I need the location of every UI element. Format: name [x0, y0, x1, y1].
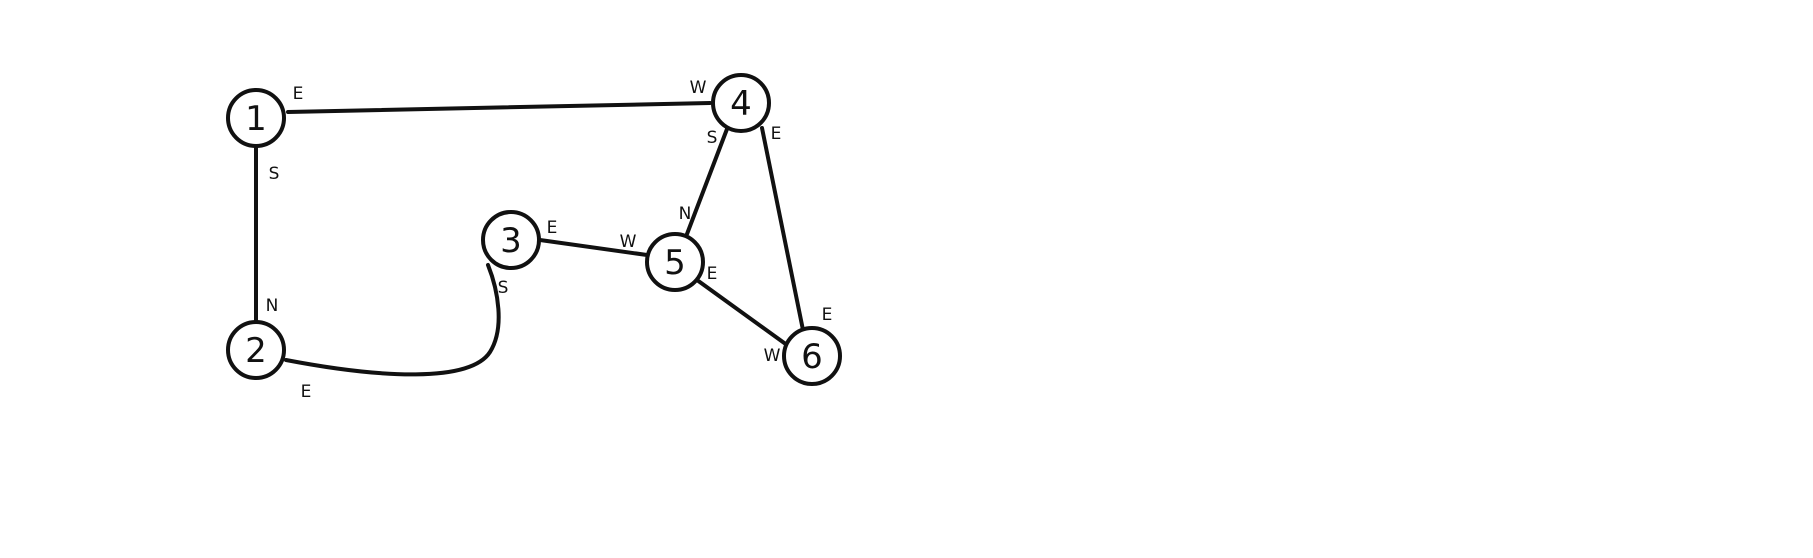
node-6-label: 6 [801, 337, 823, 377]
port-label-1-east: E [293, 84, 304, 104]
node-5-label: 5 [664, 243, 686, 283]
port-label-4-east: E [771, 124, 782, 144]
port-label-3-east: E [547, 218, 558, 238]
node-3-label: 3 [500, 221, 522, 261]
edge-5-6 [695, 278, 789, 347]
port-label-1-south: S [269, 164, 280, 184]
node-2-label: 2 [245, 331, 267, 371]
node-5: 5 [645, 232, 705, 292]
node-4: 4 [711, 73, 771, 133]
node-4-label: 4 [730, 84, 752, 124]
node-6: 6 [782, 326, 842, 386]
port-label-6-east: E [822, 305, 833, 325]
node-1-label: 1 [245, 99, 267, 139]
port-label-3-south: S [498, 278, 509, 298]
node-2: 2 [226, 320, 286, 380]
port-label-5-west: W [620, 232, 637, 252]
edge-4-5 [685, 127, 729, 236]
edge-3-5 [538, 238, 649, 257]
edge-1-4 [286, 101, 712, 114]
port-label-5-east: E [707, 264, 718, 284]
node-3: 3 [481, 210, 541, 270]
port-label-6-west: W [764, 346, 781, 366]
port-label-4-west: W [690, 78, 707, 98]
port-label-5-north: N [679, 204, 692, 224]
port-label-4-south: S [707, 128, 718, 148]
node-1: 1 [226, 88, 286, 148]
edge-2-3 [284, 263, 501, 377]
port-label-2-east: E [301, 382, 312, 402]
port-label-2-north: N [266, 296, 279, 316]
edge-4-6 [760, 126, 805, 332]
